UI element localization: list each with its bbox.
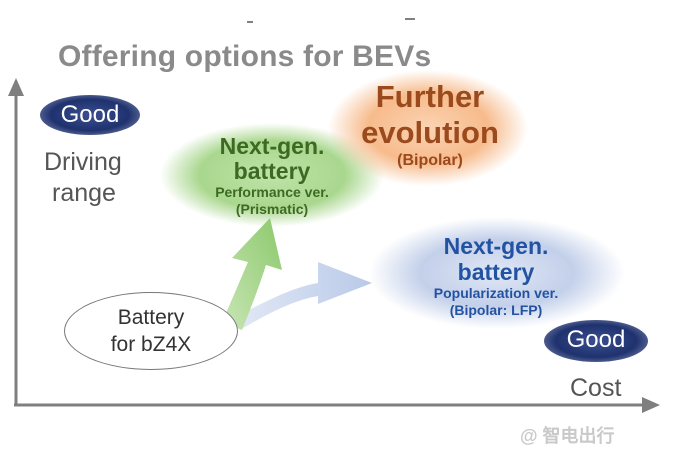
page-title: Offering options for BEVs — [58, 40, 432, 73]
good-badge-top: Good — [40, 95, 140, 135]
popularization-label: Next-gen. battery Popularization ver. (B… — [433, 233, 559, 318]
blue-cloud — [369, 217, 625, 329]
good-badge-bottom: Good — [544, 320, 648, 362]
x-axis-label: Cost — [570, 374, 622, 402]
green-arrow — [222, 218, 282, 330]
current-battery-oval: Battery for bZ4X — [64, 292, 238, 370]
x-axis-arrowhead — [642, 397, 660, 413]
orange-cloud — [328, 70, 528, 186]
blue-arrow — [232, 262, 372, 330]
performance-label: Next-gen. battery Performance ver. (Pris… — [215, 133, 329, 218]
watermark: @ 智电出行 — [520, 426, 615, 446]
green-cloud — [160, 123, 384, 227]
y-axis-arrowhead — [8, 78, 24, 96]
further-evolution-label: Further evolution (Bipolar) — [361, 79, 499, 169]
y-axis-label: Driving range — [44, 148, 122, 207]
